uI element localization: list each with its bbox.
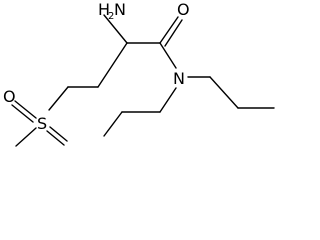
sulfur-label: S — [37, 114, 47, 133]
bond-s-c4 — [48, 86, 69, 111]
bond-n-propyl-b-1 — [159, 87, 177, 113]
carbonyl-oxygen-label: O — [177, 0, 190, 19]
bond-n-propyl-b-3 — [103, 111, 123, 137]
sulfonyl-oxygen-label: O — [3, 87, 16, 106]
bond-s-o-right-2 — [46, 130, 65, 146]
structure-canvas: H 2 N O N O S — [3, 0, 275, 147]
bond-c2-n-amine — [103, 14, 128, 44]
bond-ch3-s — [15, 127, 37, 147]
bond-c1-n-amide — [159, 42, 177, 69]
bond-s-o-left-2 — [11, 104, 34, 123]
bond-c1-o-double-1 — [159, 16, 179, 44]
bond-c1-o-double-2 — [164, 19, 183, 47]
amide-nitrogen-label: N — [173, 69, 185, 88]
bond-n-propyl-a-2 — [209, 76, 239, 109]
bond-s-o-right-1 — [49, 126, 68, 142]
bond-c3-c2 — [97, 42, 128, 88]
amine-subscript: 2 — [108, 11, 114, 22]
molecule-diagram: H 2 N O N O S — [3, 0, 275, 147]
amine-h-label: H — [98, 0, 110, 19]
bond-s-o-left-1 — [14, 100, 37, 119]
amine-n-label: N — [114, 0, 126, 19]
